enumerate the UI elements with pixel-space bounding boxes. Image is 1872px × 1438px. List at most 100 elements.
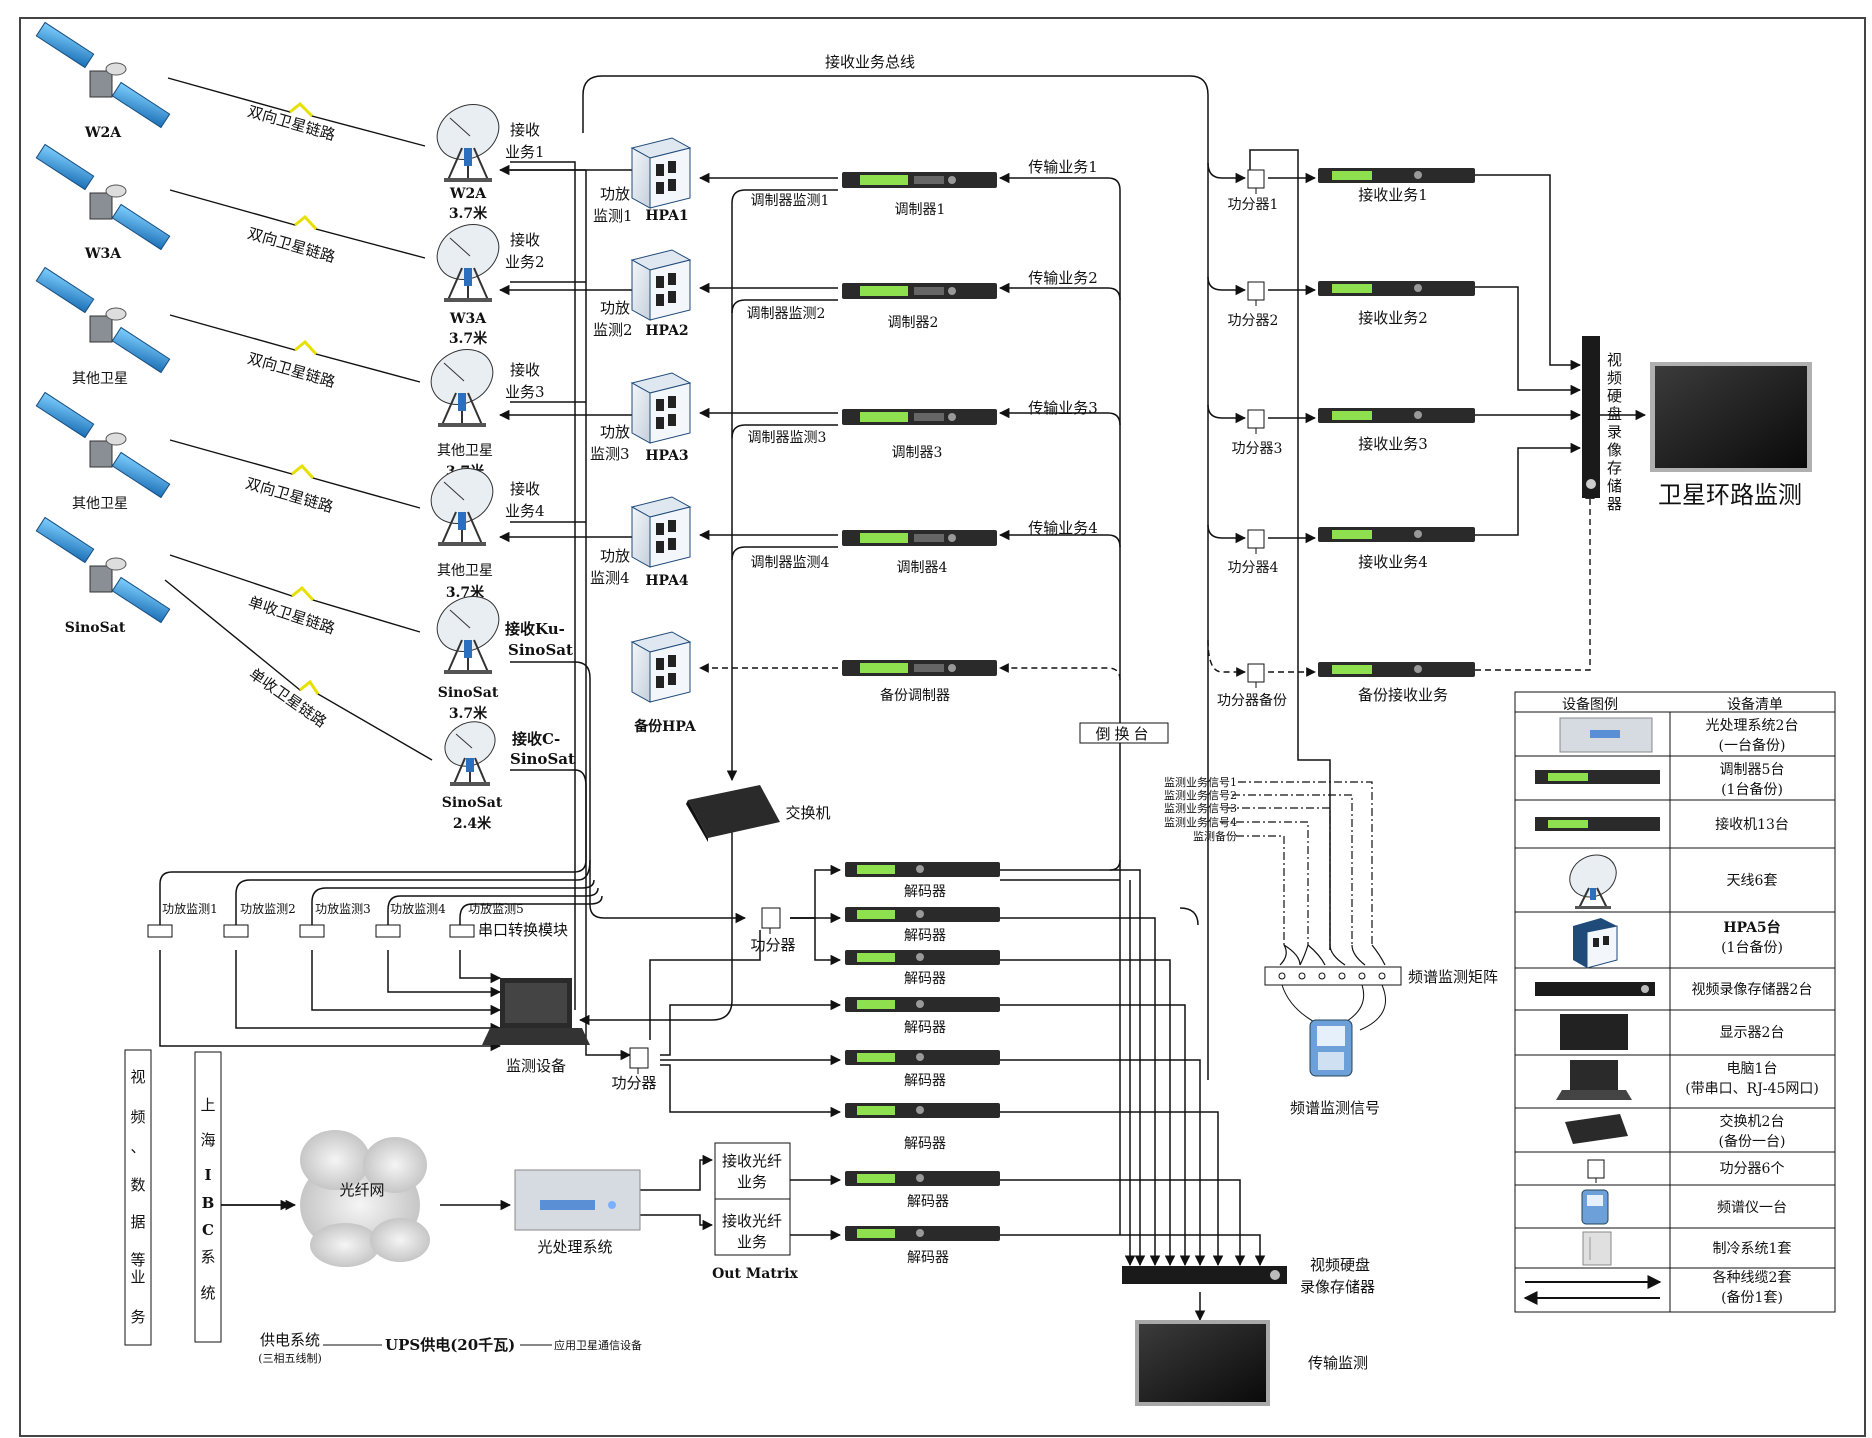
svg-text:监测业务信号1: 监测业务信号1 (1164, 776, 1237, 789)
cable-arrows-icon (1523, 1275, 1662, 1305)
recorder-icon (1122, 1266, 1287, 1284)
svg-text:解码器: 解码器 (904, 1020, 946, 1036)
decoder-icon (845, 1226, 1000, 1241)
svg-text:功分器: 功分器 (750, 936, 795, 954)
antenna-name: W3A (449, 311, 487, 327)
antenna-icon (1569, 854, 1617, 909)
transport-label: 传输业务1 (1028, 158, 1098, 176)
decoder-icon (845, 1171, 1000, 1186)
svg-text:监测业务信号3: 监测业务信号3 (1164, 802, 1237, 815)
modulator-monitor: 调制器监测4 (751, 555, 830, 571)
transport-label: 传输业务2 (1028, 269, 1098, 287)
svg-text:功放: 功放 (600, 185, 630, 203)
antenna-3 (430, 349, 494, 427)
left-service-box: 视 频 、 数 据 等 业 务 (124, 1049, 152, 1346)
monitor-icon (1560, 1014, 1628, 1050)
svg-text:功放监测2: 功放监测2 (240, 901, 296, 916)
antenna-name: 其他卫星 (437, 563, 493, 579)
fiber-net-label: 光纤网 (339, 1181, 384, 1199)
rx-label: 接收C- (512, 730, 560, 748)
legend-text: HPA5台 (1723, 919, 1780, 936)
modulator-monitor: 调制器监测2 (747, 306, 826, 322)
svg-text:业: 业 (130, 1268, 145, 1286)
switch-box-label: 倒换台 (1095, 725, 1152, 743)
modulator-name: 调制器1 (895, 202, 946, 218)
decoder-icon (845, 997, 1000, 1012)
svg-text:业务: 业务 (737, 1173, 767, 1191)
hpa-name: 备份HPA (633, 718, 697, 735)
loop-monitor-display: 卫星环路监测 (1650, 362, 1812, 509)
satellite-links (164, 77, 433, 761)
legend-text: 调制器5台 (1720, 762, 1785, 778)
legend-text: (备份一台) (1719, 1133, 1786, 1150)
svg-text:功放: 功放 (600, 299, 630, 317)
svg-text:解码器: 解码器 (907, 1194, 949, 1210)
splitter-icon (1247, 281, 1265, 306)
modulator-icon (1535, 770, 1660, 784)
legend-text: 视频录像存储器2台 (1692, 982, 1813, 998)
hpa-1 (630, 137, 692, 209)
switch-box (1079, 722, 1169, 744)
legend-text: 接收机13台 (1715, 816, 1789, 833)
legend: 设备图例 设备清单 (1514, 691, 1836, 1313)
legend-text: 显示器2台 (1720, 1025, 1785, 1041)
switch-icon (686, 785, 780, 842)
svg-text:功分器1: 功分器1 (1228, 197, 1279, 213)
hpa-backup (630, 631, 692, 703)
antenna-6 (444, 721, 496, 786)
rx-label: 业务1 (505, 143, 545, 161)
svg-text:务: 务 (130, 1308, 145, 1326)
legend-header-left: 设备图例 (1562, 696, 1618, 713)
svg-text:接收光纤: 接收光纤 (722, 1152, 782, 1170)
transport-monitor-label: 传输监测 (1308, 1354, 1368, 1372)
legend-text: (一台备份) (1719, 737, 1786, 754)
svg-text:接收业务3: 接收业务3 (1358, 435, 1428, 453)
svg-text:、: 、 (130, 1138, 145, 1156)
hpa-icon (630, 137, 692, 209)
hpa-name: HPA3 (645, 448, 688, 464)
antenna-size: 3.7米 (449, 205, 488, 222)
svg-text:解码器: 解码器 (904, 1136, 946, 1152)
modulator-icon (842, 283, 997, 299)
cloud-icon (300, 1130, 430, 1267)
out-matrix: 接收光纤 业务 接收光纤 业务 Out Matrix (712, 1142, 799, 1282)
modulator-icon (842, 172, 997, 188)
recorder-icon (1535, 982, 1655, 996)
svg-text:UPS供电(20千瓦): UPS供电(20千瓦) (385, 1336, 515, 1354)
hpa-icon (630, 496, 692, 568)
out-matrix-label: Out Matrix (712, 1266, 798, 1282)
decoder-icon (845, 907, 1000, 922)
cooling-system-icon (1582, 1231, 1612, 1266)
rx-label: 接收 (510, 361, 540, 379)
svg-text:频: 频 (130, 1108, 145, 1126)
legend-text: 天线6套 (1727, 873, 1778, 889)
svg-text:供电系统: 供电系统 (260, 1331, 320, 1349)
receivers: 接收业务1 接收业务2 接收业务3 接收业务4 备份接收业务 (1318, 168, 1475, 704)
monitoring-label: 监测设备 (506, 1057, 566, 1075)
outer-frame (19, 17, 1866, 1437)
hpa-2 (630, 249, 692, 321)
spectrum-lines (1220, 781, 1373, 945)
spectrum-signal-label: 频谱监测信号 (1290, 1099, 1380, 1117)
receiver-icon (1318, 527, 1475, 542)
rx-label: 业务4 (505, 502, 545, 520)
splitter-icon (1247, 409, 1265, 434)
monitor-icon (1650, 362, 1812, 472)
svg-text:功放监测4: 功放监测4 (390, 901, 446, 916)
hpa-icon (630, 249, 692, 321)
svg-text:监测2: 监测2 (593, 321, 633, 339)
modulator-icon (842, 660, 997, 676)
modulator-monitor: 调制器监测3 (748, 430, 827, 446)
satellite-row-3: 其他卫星 (35, 266, 171, 387)
satellite-icon (35, 143, 171, 251)
laptop-icon (1556, 1060, 1632, 1100)
spectrum-monitoring: 监测业务信号1 监测业务信号2 监测业务信号3 监测业务信号4 监测备份 频谱监… (1164, 776, 1498, 1117)
decoders: 解码器 解码器 解码器 解码器 解码器 解码器 解码器 解码器 (845, 862, 1000, 1266)
decoder-icon (845, 862, 1000, 877)
satellite-label: SinoSat (65, 620, 126, 636)
antenna-name: 其他卫星 (437, 443, 493, 459)
svg-text:监测3: 监测3 (590, 445, 630, 463)
hpa-icon (630, 631, 692, 703)
rx-label: SinoSat (508, 641, 573, 659)
rx-label: 接收Ku- (505, 620, 565, 638)
